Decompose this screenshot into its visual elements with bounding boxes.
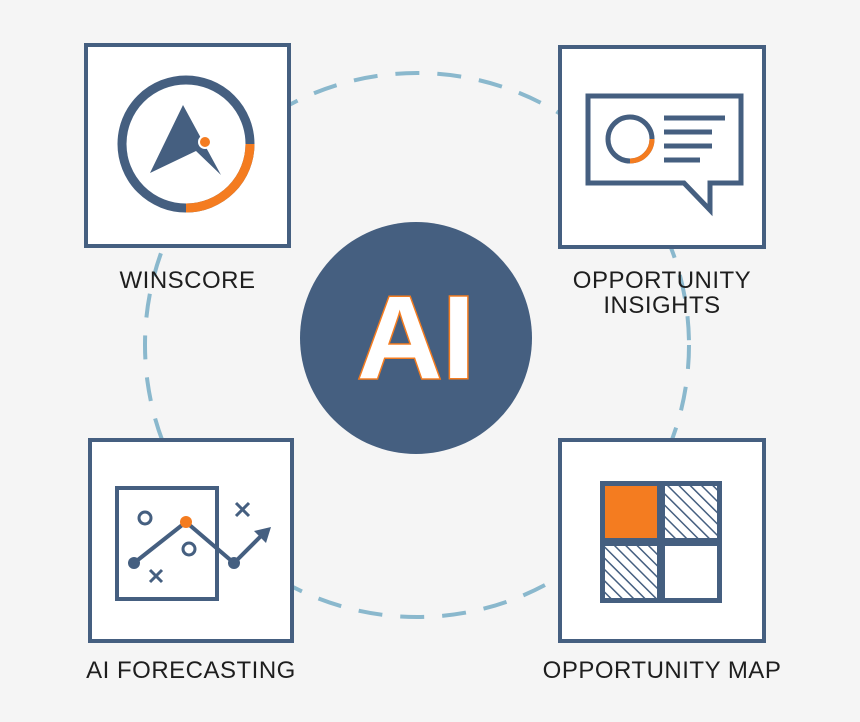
- ai-forecasting-label: AI FORECASTING: [60, 658, 322, 683]
- grid-map-icon: [600, 481, 722, 603]
- ai-forecasting-label-line: AI FORECASTING: [86, 657, 296, 684]
- opportunity-map-card: [558, 438, 766, 643]
- center-ai-text: AI: [357, 272, 475, 404]
- center-disk: [300, 222, 532, 454]
- ai-forecasting-card: [88, 438, 294, 643]
- opportunity-insights-card: [558, 45, 766, 249]
- opportunity-insights-label-line-1: OPPORTUNITY: [572, 267, 752, 294]
- opportunity-map-label-line: OPPORTUNITY MAP: [542, 657, 782, 684]
- opportunity-insights-label: OPPORTUNITY INSIGHTS: [540, 268, 784, 318]
- compass-gauge-icon: [117, 75, 255, 213]
- forecast-chart-icon: [115, 486, 271, 601]
- winscore-card: [84, 43, 291, 248]
- winscore-label: WINSCORE: [86, 268, 289, 293]
- connector-ring: [143, 71, 691, 619]
- opportunity-insights-label-line-2: INSIGHTS: [603, 292, 721, 319]
- winscore-label-line: WINSCORE: [119, 267, 256, 294]
- opportunity-map-label: OPPORTUNITY MAP: [520, 658, 804, 683]
- chat-bubble-chart-icon: [585, 93, 744, 217]
